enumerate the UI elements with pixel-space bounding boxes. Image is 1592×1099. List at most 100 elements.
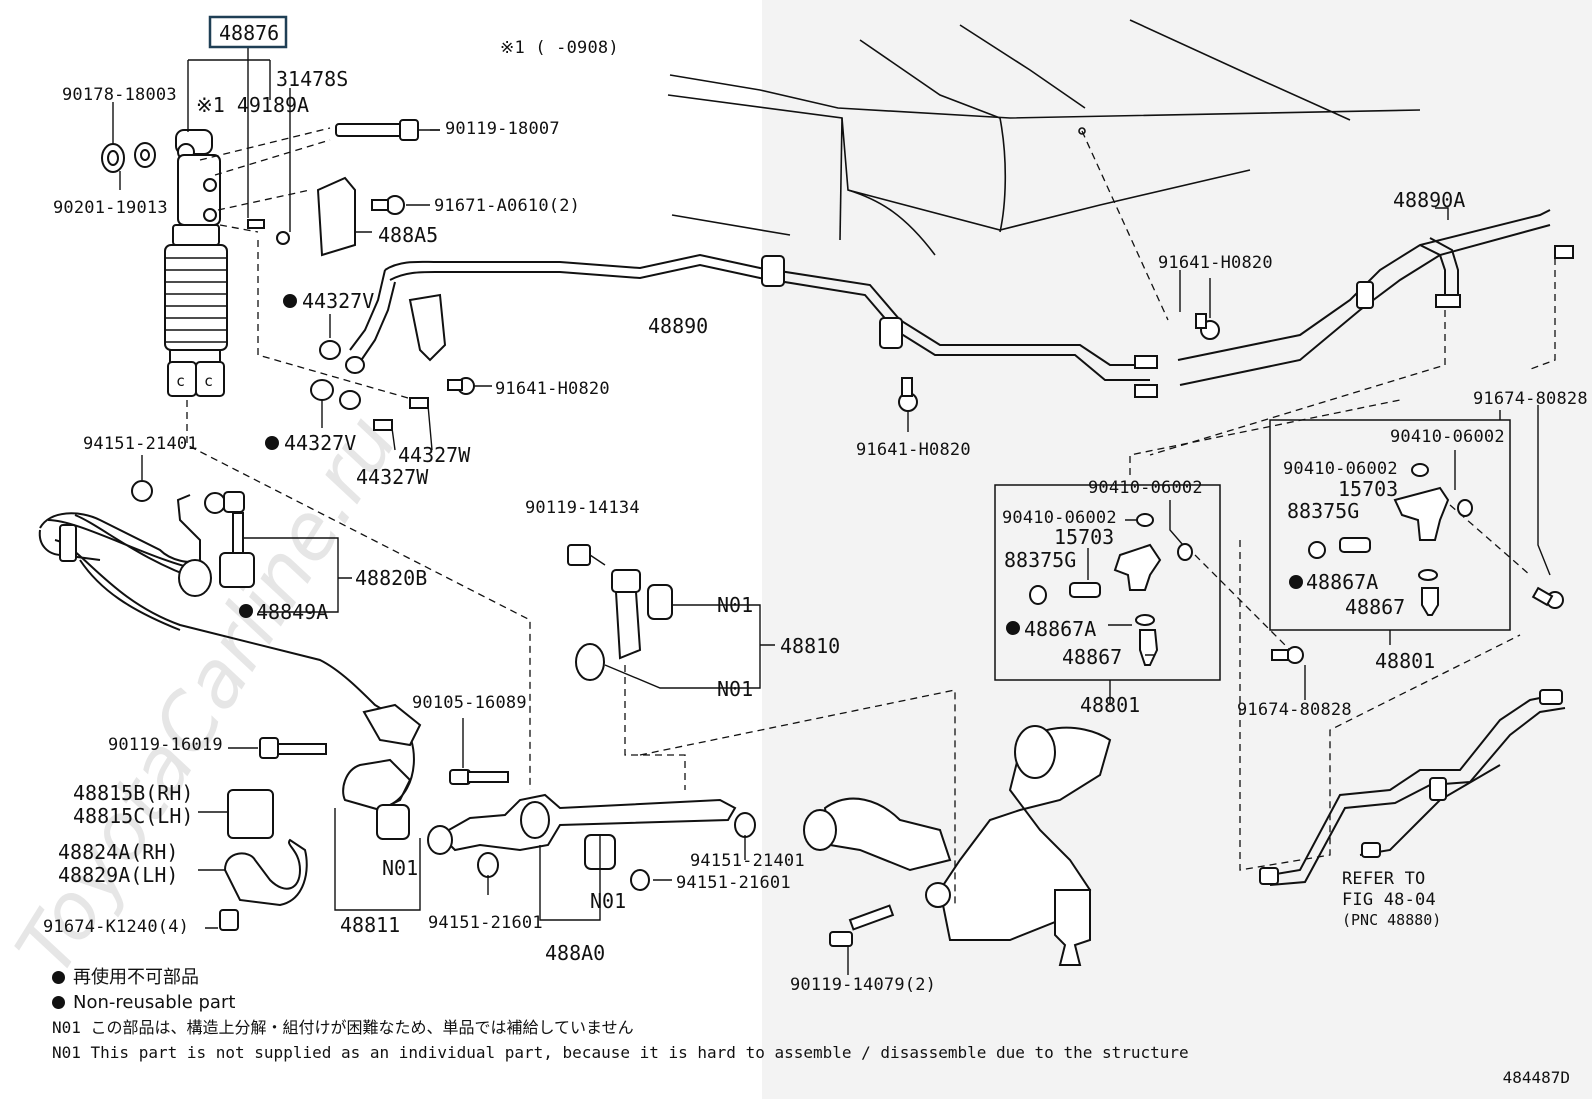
leaders-top-left bbox=[112, 48, 531, 790]
label-44327w-a[interactable]: 44327W bbox=[398, 443, 471, 467]
label-48867-b[interactable]: 48867 bbox=[1345, 595, 1405, 619]
label-48824a[interactable]: 48824A(RH) bbox=[58, 840, 178, 864]
refer-line-1: REFER TO bbox=[1342, 869, 1425, 889]
label-44327v-a[interactable]: 44327V bbox=[302, 289, 374, 313]
svg-text:c: c bbox=[176, 372, 185, 390]
pipe-48890a bbox=[1149, 207, 1574, 456]
non-reusable-dot bbox=[52, 996, 65, 1009]
label-94151-21601-a[interactable]: 94151-21601 bbox=[428, 913, 543, 933]
label-90119-18007[interactable]: 90119-18007 bbox=[445, 119, 560, 139]
label-90105-16089[interactable]: 90105-16089 bbox=[412, 693, 527, 713]
lower-arm-knuckle bbox=[639, 540, 1521, 975]
label-48829a[interactable]: 48829A(LH) bbox=[58, 863, 178, 887]
label-48815c[interactable]: 48815C(LH) bbox=[73, 804, 193, 828]
label-48890[interactable]: 48890 bbox=[648, 314, 708, 338]
legend-en-text: Non-reusable part bbox=[73, 992, 236, 1013]
bracket-48824 bbox=[198, 838, 308, 931]
watermark: ToyotaCarline.ru bbox=[0, 400, 415, 990]
figure-number: 484487D bbox=[1502, 1068, 1570, 1087]
legend-jp-text: 再使用不可部品 bbox=[73, 967, 199, 988]
bolt-90119-18007 bbox=[335, 119, 440, 141]
label-91674-k1240[interactable]: 91674-K1240(4) bbox=[43, 917, 189, 937]
box-48801-left bbox=[994, 399, 1401, 705]
non-reusable-dot bbox=[265, 436, 279, 450]
label-48890a[interactable]: 48890A bbox=[1393, 188, 1465, 212]
bracket-488a5 bbox=[316, 176, 356, 257]
label-48820b[interactable]: 48820B bbox=[355, 566, 427, 590]
label-90410-06002-b[interactable]: 90410-06002 bbox=[1002, 508, 1117, 528]
bushing-90178 bbox=[101, 142, 156, 173]
nut-31478s bbox=[276, 231, 290, 245]
label-48810[interactable]: 48810 bbox=[780, 634, 840, 658]
label-n01-a[interactable]: N01 bbox=[717, 593, 753, 617]
label-n01-b[interactable]: N01 bbox=[717, 677, 753, 701]
pipe-48890 bbox=[349, 253, 1158, 398]
refer-line-2: FIG 48-04 bbox=[1342, 890, 1436, 910]
label-91641-h0820-c[interactable]: 91641-H0820 bbox=[1158, 253, 1273, 273]
label-48867a-b[interactable]: 48867A bbox=[1306, 570, 1378, 594]
label-488a0[interactable]: 488A0 bbox=[545, 941, 605, 965]
label-48867-a[interactable]: 48867 bbox=[1062, 645, 1122, 669]
label-94151-21401-b[interactable]: 94151-21401 bbox=[690, 851, 805, 871]
note-n01-jp: N01 この部品は、構造上分解・組付けが困難なため、単品では補給していません bbox=[52, 1018, 634, 1037]
label-90178-18003[interactable]: 90178-18003 bbox=[62, 85, 177, 105]
label-44327w-b[interactable]: 44327W bbox=[356, 465, 429, 489]
label-48811[interactable]: 48811 bbox=[340, 913, 400, 937]
non-reusable-dot bbox=[1006, 621, 1020, 635]
vehicle-body-outline bbox=[667, 19, 1421, 321]
label-48815b[interactable]: 48815B(RH) bbox=[73, 781, 193, 805]
label-48867a-a[interactable]: 48867A bbox=[1024, 617, 1096, 641]
legend: 再使用不可部品 Non-reusable part N01 この部品は、構造上分… bbox=[52, 965, 1189, 1065]
label-90201-19013[interactable]: 90201-19013 bbox=[53, 198, 168, 218]
non-reusable-dot bbox=[283, 294, 297, 308]
stabilizer-bar bbox=[38, 494, 422, 812]
clips-44327 bbox=[310, 314, 433, 451]
label-88375g-a[interactable]: 88375G bbox=[1004, 548, 1076, 572]
label-90410-06002-a[interactable]: 90410-06002 bbox=[1088, 478, 1203, 498]
label-94151-21401-a[interactable]: 94151-21401 bbox=[83, 434, 198, 454]
label-49189a[interactable]: ※1 49189A bbox=[196, 93, 309, 117]
label-n01-d[interactable]: N01 bbox=[590, 889, 626, 913]
label-48849a[interactable]: 48849A bbox=[256, 600, 328, 624]
label-90410-06002-d[interactable]: 90410-06002 bbox=[1283, 459, 1398, 479]
label-15703-a[interactable]: 15703 bbox=[1054, 525, 1114, 549]
non-reusable-dot bbox=[1289, 575, 1303, 589]
label-48801-a[interactable]: 48801 bbox=[1080, 693, 1140, 717]
bushing-48815 bbox=[198, 789, 274, 839]
bolt-91671 bbox=[371, 195, 405, 215]
refer-line-3: (PNC 48880) bbox=[1342, 911, 1441, 929]
bolt-49189a bbox=[247, 219, 265, 229]
label-90119-14079[interactable]: 90119-14079(2) bbox=[790, 975, 936, 995]
label-488a5[interactable]: 488A5 bbox=[378, 223, 438, 247]
label-94151-21601-b[interactable]: 94151-21601 bbox=[676, 873, 791, 893]
non-reusable-dot bbox=[52, 971, 65, 984]
label-91641-h0820-b[interactable]: 91641-H0820 bbox=[856, 440, 971, 460]
label-91641-h0820-a[interactable]: 91641-H0820 bbox=[495, 379, 610, 399]
note-top: ※1 ( -0908) bbox=[500, 38, 619, 58]
control-arm-488a0 bbox=[376, 793, 756, 921]
stabilizer-link-48820b bbox=[131, 455, 352, 613]
label-44327v-b[interactable]: 44327V bbox=[284, 431, 356, 455]
label-15703-b[interactable]: 15703 bbox=[1338, 477, 1398, 501]
label-90410-06002-c[interactable]: 90410-06002 bbox=[1390, 427, 1505, 447]
bolt-90119-16019 bbox=[228, 737, 327, 759]
bolt-90105 bbox=[449, 718, 509, 785]
label-90119-14134[interactable]: 90119-14134 bbox=[525, 498, 640, 518]
label-91674-80828-b[interactable]: 91674-80828 bbox=[1237, 700, 1352, 720]
non-reusable-dot bbox=[239, 604, 253, 618]
dust-boot bbox=[164, 244, 228, 351]
label-91674-80828-a[interactable]: 91674-80828 bbox=[1473, 389, 1588, 409]
label-n01-c[interactable]: N01 bbox=[382, 856, 418, 880]
label-48876[interactable]: 48876 bbox=[219, 21, 279, 45]
label-90119-16019[interactable]: 90119-16019 bbox=[108, 735, 223, 755]
leader-48811 bbox=[334, 808, 421, 911]
label-48801-b[interactable]: 48801 bbox=[1375, 649, 1435, 673]
link-48810 bbox=[567, 544, 775, 790]
bolts-91641 bbox=[447, 278, 1220, 432]
label-88375g-b[interactable]: 88375G bbox=[1287, 499, 1359, 523]
svg-text:c: c bbox=[204, 372, 213, 390]
label-31478s[interactable]: 31478S bbox=[276, 67, 348, 91]
label-91671-a0610[interactable]: 91671-A0610(2) bbox=[434, 196, 580, 216]
